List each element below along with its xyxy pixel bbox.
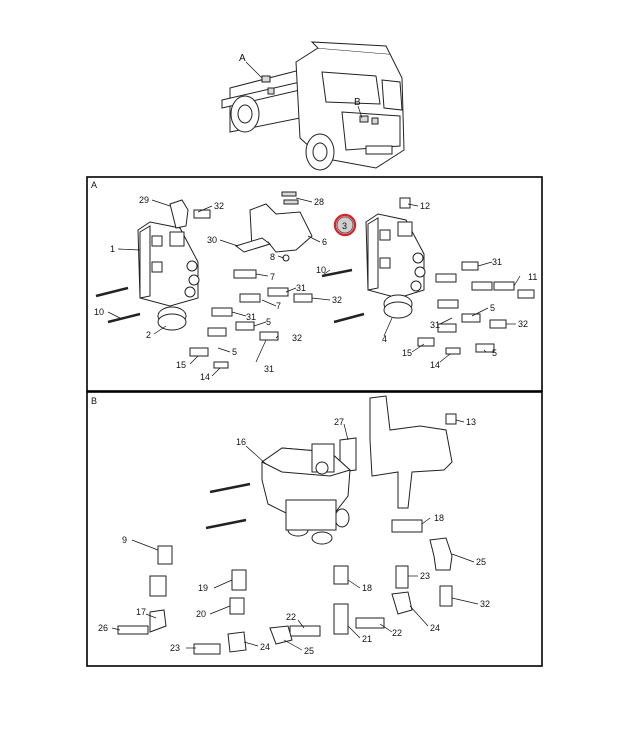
callout-b-20: 20 (196, 609, 206, 619)
callout-a-12: 12 (420, 201, 430, 211)
callout-b-18a: 18 (434, 513, 444, 523)
highlight-callout-label: 3 (342, 221, 347, 231)
callout-b-17: 17 (136, 607, 146, 617)
callout-a-14a: 14 (200, 372, 210, 382)
callout-a-32a: 32 (214, 201, 224, 211)
callout-b-24a: 24 (430, 623, 440, 633)
callout-b-25b: 25 (304, 646, 314, 656)
panel-a: A (86, 176, 543, 392)
callout-b-18b: 18 (362, 583, 372, 593)
callout-a-5b: 5 (232, 347, 237, 357)
callout-b-19: 19 (198, 583, 208, 593)
fittings-a (95, 197, 535, 369)
callout-b-22b: 22 (392, 628, 402, 638)
valve-block-right (365, 213, 426, 319)
callout-b-9: 9 (122, 535, 127, 545)
bracket-plate (339, 395, 457, 509)
callout-a-4: 4 (382, 334, 387, 344)
callout-a-2: 2 (146, 330, 151, 340)
highlighted-part-3[interactable]: 3 (333, 213, 357, 237)
callouts-panel-b: 27 13 16 18 9 25 23 19 18 32 17 20 22 24… (98, 417, 490, 656)
callout-a-31d: 31 (264, 364, 274, 374)
callout-b-25a: 25 (476, 557, 486, 567)
valve-block-left (137, 221, 200, 331)
callout-b-22a: 22 (286, 612, 296, 622)
panel-b: B (86, 391, 543, 667)
callout-b-24b: 24 (260, 642, 270, 652)
overview-label-b: B (354, 97, 361, 108)
callout-a-14b: 14 (430, 360, 440, 370)
callout-b-16: 16 (236, 437, 246, 447)
callout-a-7a: 7 (270, 272, 275, 282)
callout-a-11: 11 (528, 272, 537, 282)
panel-b-label: B (91, 396, 97, 406)
callouts-panel-a: 29 32 28 12 1 30 8 6 7 10 31 32 11 10 7 … (94, 195, 537, 382)
callout-a-30: 30 (207, 235, 217, 245)
truck-overview: A B (221, 41, 405, 171)
callout-a-29: 29 (139, 195, 149, 205)
callout-a-7b: 7 (276, 301, 281, 311)
callout-a-6: 6 (322, 237, 327, 247)
callout-a-10a: 10 (316, 265, 326, 275)
callout-a-10b: 10 (94, 307, 104, 317)
callout-b-23a: 23 (420, 571, 430, 581)
callout-b-32: 32 (480, 599, 490, 609)
callout-a-32d: 32 (518, 319, 528, 329)
callout-a-31e: 31 (430, 320, 440, 330)
callout-a-1: 1 (110, 244, 115, 254)
callout-a-31b: 31 (246, 312, 256, 322)
callout-a-8: 8 (270, 252, 275, 262)
callout-b-13: 13 (466, 417, 476, 427)
callout-b-27: 27 (334, 417, 344, 427)
overview-label-a: A (239, 53, 246, 64)
callout-a-31a: 31 (296, 283, 306, 293)
panel-a-label: A (91, 180, 97, 190)
callout-a-5a: 5 (266, 317, 271, 327)
callout-a-5c: 5 (490, 303, 495, 313)
callout-a-15a: 15 (176, 360, 186, 370)
callout-b-23b: 23 (170, 643, 180, 653)
fittings-b (117, 519, 453, 655)
callout-a-32c: 32 (292, 333, 302, 343)
main-valve-body (261, 443, 351, 545)
callout-a-32b: 32 (332, 295, 342, 305)
callout-a-5d: 5 (492, 348, 497, 358)
callout-a-15b: 15 (402, 348, 412, 358)
callout-a-28: 28 (314, 197, 324, 207)
bracket-center (234, 191, 313, 262)
callout-b-26: 26 (98, 623, 108, 633)
callout-a-31c: 31 (492, 257, 502, 267)
callout-b-21: 21 (362, 634, 372, 644)
leader-lines (107, 197, 521, 651)
